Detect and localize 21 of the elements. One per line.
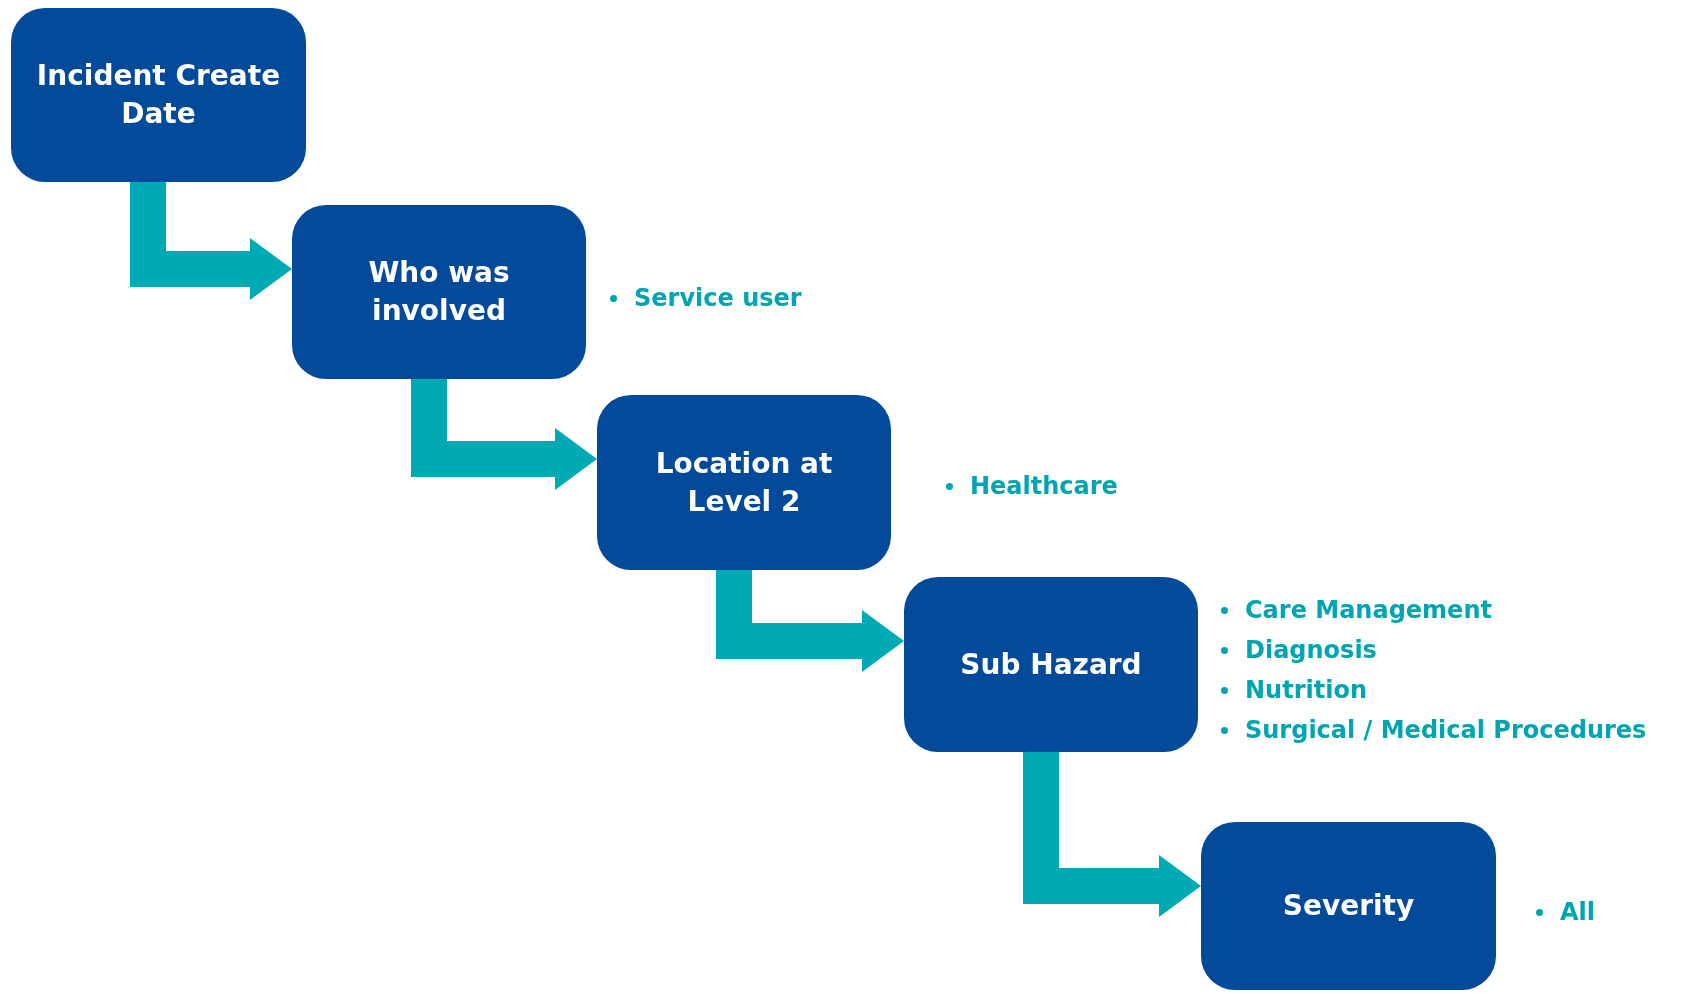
process-box [1201,822,1496,990]
process-box [904,577,1198,752]
bullet-item: All [1560,897,1596,928]
bullet-item: Diagnosis [1245,635,1378,666]
arrow [130,182,292,300]
bullet-item: Healthcare [970,471,1118,502]
box-label: Sub Hazard [960,646,1142,683]
box-label: Incident Create Date [35,58,282,132]
arrow [716,570,904,672]
box-label: Who was involved [367,255,511,329]
bullet-item: Nutrition [1245,675,1368,706]
arrow [1023,752,1201,917]
process-box [597,395,891,570]
arrow [411,379,597,490]
process-box [11,8,306,182]
bullet-item: Care Management [1245,595,1493,626]
box-label: Severity [1282,888,1415,925]
box-label: Location at Level 2 [654,445,834,520]
bullet-item: Surgical / Medical Procedures [1245,715,1647,746]
process-box [292,205,586,379]
bullet-item: Service user [634,283,802,314]
